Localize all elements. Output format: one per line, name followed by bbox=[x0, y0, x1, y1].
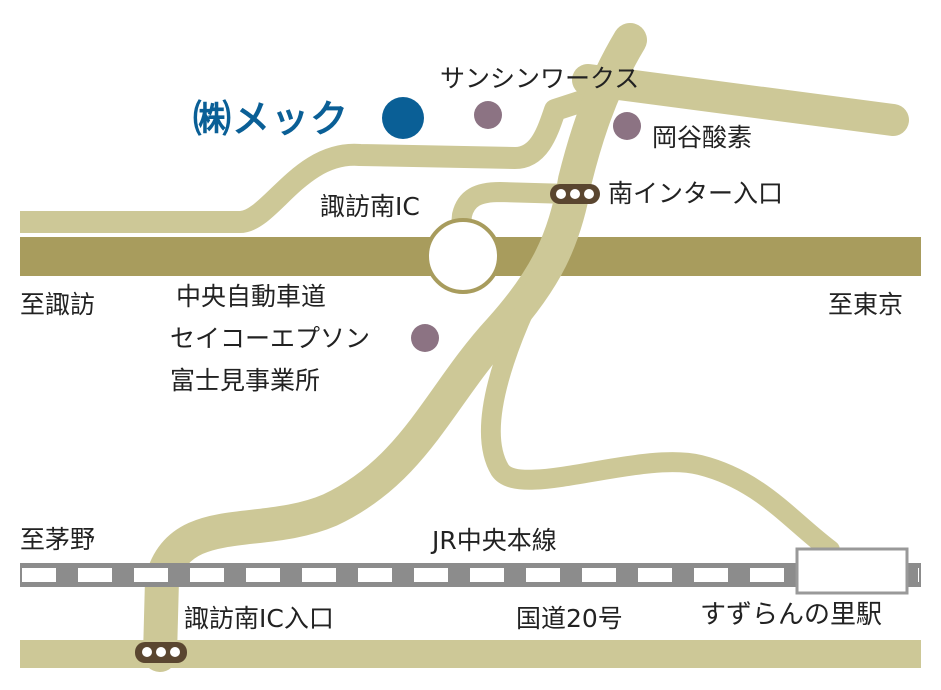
epson-marker-icon bbox=[411, 324, 439, 352]
road-main-diagonal bbox=[143, 23, 647, 672]
to-tokyo-label: 至東京 bbox=[828, 290, 904, 319]
to-chino-label: 至茅野 bbox=[20, 525, 96, 554]
sanshin-label: サンシンワークス bbox=[440, 64, 640, 93]
seiko-epson-label-line2: 富士見事業所 bbox=[170, 366, 321, 395]
suzuran-station-label: すずらんの里駅 bbox=[700, 600, 883, 630]
company-label: ㈱メック bbox=[193, 97, 350, 141]
sanshin-marker-icon bbox=[474, 101, 502, 129]
traffic-signal-icon bbox=[550, 184, 600, 204]
road-upper-right bbox=[572, 64, 909, 136]
suwa-minami-ic-label: 諏訪南IC bbox=[320, 192, 420, 221]
okaya-sanso-label: 岡谷酸素 bbox=[652, 123, 753, 152]
traffic-signal-icon bbox=[135, 642, 187, 663]
road-station-loop bbox=[481, 220, 840, 560]
jr-chuo-rail bbox=[20, 563, 921, 587]
road-ic-approach bbox=[450, 182, 580, 248]
okaya-marker-icon bbox=[613, 112, 641, 140]
chuo-expressway-label: 中央自動車道 bbox=[176, 282, 327, 311]
to-suwa-label: 至諏訪 bbox=[20, 290, 96, 319]
station-box-icon bbox=[795, 547, 909, 595]
seiko-epson-label-line1: セイコーエプソン bbox=[170, 324, 371, 353]
suwa-minami-ic-entrance-label: 諏訪南IC入口 bbox=[184, 604, 334, 633]
route20-label: 国道20号 bbox=[516, 604, 623, 633]
interchange-circle-icon bbox=[425, 218, 501, 294]
jr-chuo-line-label: JR中央本線 bbox=[432, 526, 557, 555]
road-north-local bbox=[20, 85, 602, 233]
company-marker-icon bbox=[382, 97, 424, 139]
minami-inter-entrance-label: 南インター入口 bbox=[608, 179, 784, 208]
road-network bbox=[20, 23, 909, 672]
